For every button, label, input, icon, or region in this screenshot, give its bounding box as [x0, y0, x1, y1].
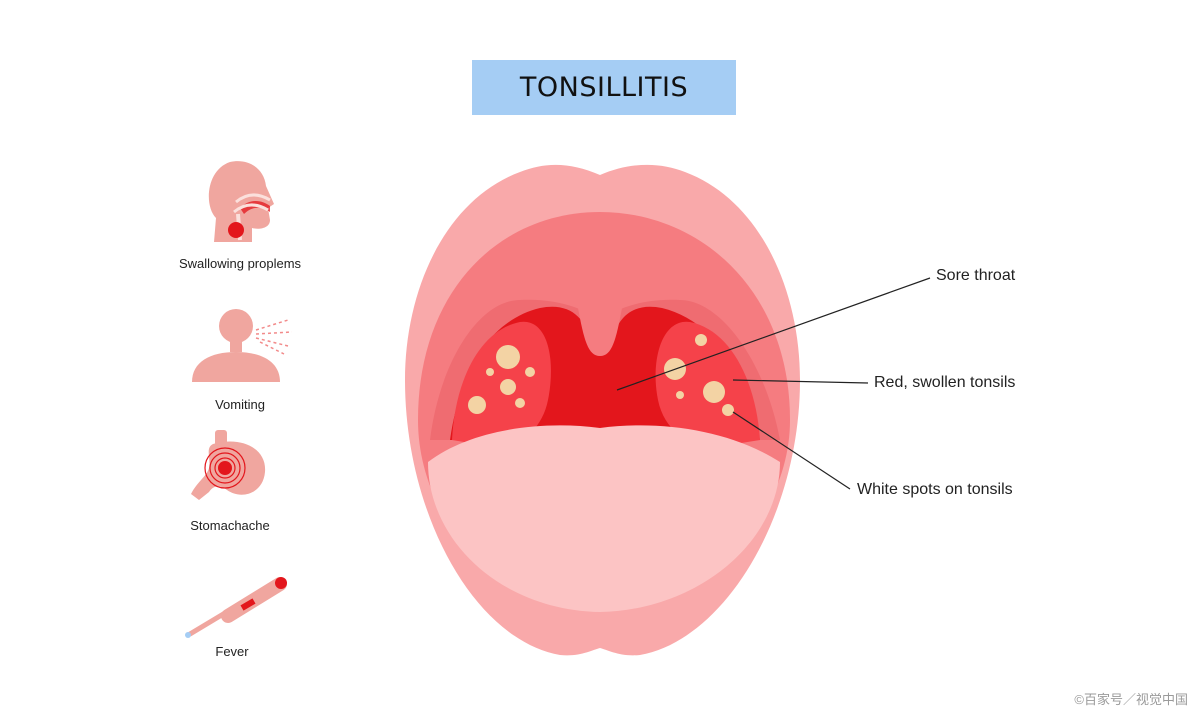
symptom-label: Vomiting	[215, 397, 265, 412]
symptom-label: Swallowing proplems	[178, 256, 302, 271]
leader-line-sore-throat	[616, 277, 931, 391]
watermark: ©百家号／视觉中国	[1074, 692, 1188, 707]
symptom-label: Fever	[215, 644, 249, 659]
leader-line-white-spots	[732, 411, 851, 490]
uvula	[578, 308, 622, 356]
symptom-fever: Fever	[132, 572, 332, 659]
symptom-swallowing: Swallowing proplems	[140, 158, 340, 271]
thermometer-icon	[185, 577, 287, 638]
page-title: TONSILLITIS	[519, 72, 689, 103]
callout-swollen-tonsils: Red, swollen tonsils	[874, 374, 1016, 391]
tongue	[428, 425, 780, 612]
symptom-label: Stomachache	[190, 518, 270, 533]
white-spots-left	[468, 345, 535, 414]
title-banner: TONSILLITIS	[472, 60, 736, 115]
stomach-icon	[191, 430, 266, 500]
callout-white-spots: White spots on tonsils	[857, 481, 1013, 498]
symptom-stomachache: Stomachache	[130, 428, 330, 533]
head-throat-icon	[208, 161, 274, 242]
symptom-vomiting: Vomiting	[140, 304, 340, 412]
callout-sore-throat: Sore throat	[936, 267, 1016, 284]
vomiting-person-icon	[192, 309, 293, 382]
leader-line-swollen-tonsils	[732, 379, 869, 384]
